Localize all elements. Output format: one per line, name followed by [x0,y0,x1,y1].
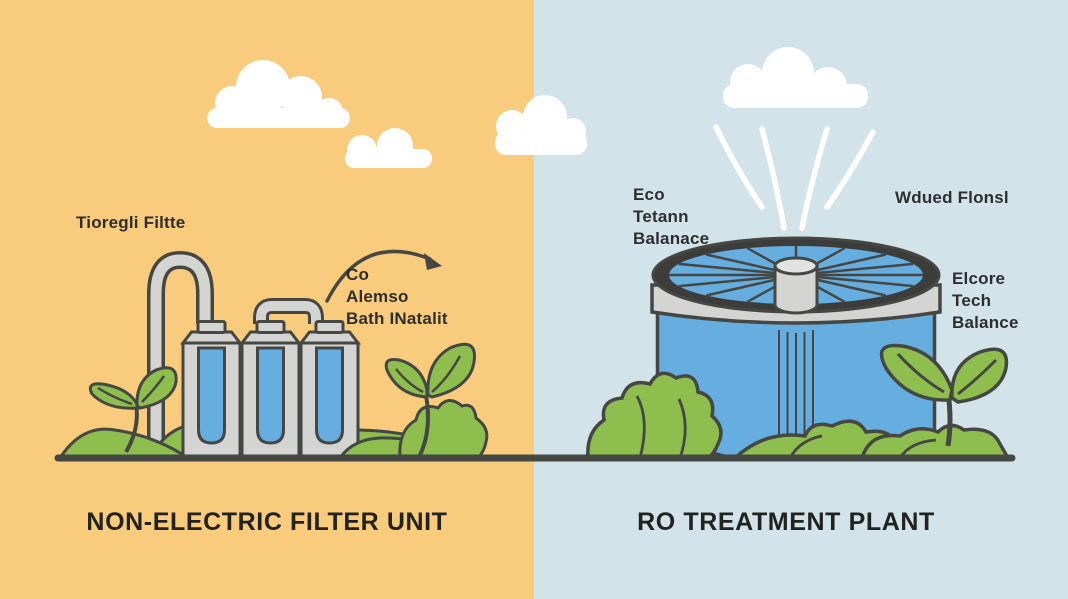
tank-handle [253,298,324,324]
cloud-icon [207,60,350,128]
tech-label-line: Tech [952,291,992,310]
right-of-tanks-bush [337,399,489,460]
tech-label: Elcore Tech Balance [952,268,1019,334]
cloud-icon [345,128,432,168]
right-panel-title: RO TREATMENT PLANT [637,508,935,536]
tank-window [315,346,344,445]
eco-label: Eco Tetann Balanace [633,184,709,250]
impeller-hub [773,256,819,315]
filter-tank [179,320,244,460]
cloud-icon [495,95,587,155]
right-left-bush [579,371,731,460]
curved-arrow-icon [325,249,442,303]
ro-tank-impeller [651,236,941,315]
seedling-icon [859,343,1012,460]
seedling-icon [88,366,178,454]
tech-label-line: Balance [952,313,1019,332]
eco-label-line: Balanace [633,229,710,248]
filter-annotation: Co Alemso Bath INatalit [346,264,448,330]
filter-tanks [179,298,362,460]
left-ground-bush [57,427,193,460]
eco-label-line: Tetann [633,207,689,226]
ro-tank [650,236,942,460]
tech-label-line: Elcore [952,269,1006,288]
water-spray-icon [713,124,876,231]
annotation-line: Alemso [346,287,409,306]
cloud-icon [723,47,868,108]
filter-label: Tioregli Filtte [76,213,186,232]
tank-window [197,346,226,445]
eco-label-line: Eco [633,185,665,204]
annotation-line: Co [346,265,370,284]
annotation-line: Bath INatalit [346,309,448,328]
water-label: Wdued Flonsl [895,188,1009,207]
seedling-icon [384,342,476,456]
filter-tank [297,320,362,460]
tank-window [256,346,285,445]
filter-tank [238,320,303,460]
left-panel-title: NON-ELECTRIC FILTER UNIT [86,508,448,536]
